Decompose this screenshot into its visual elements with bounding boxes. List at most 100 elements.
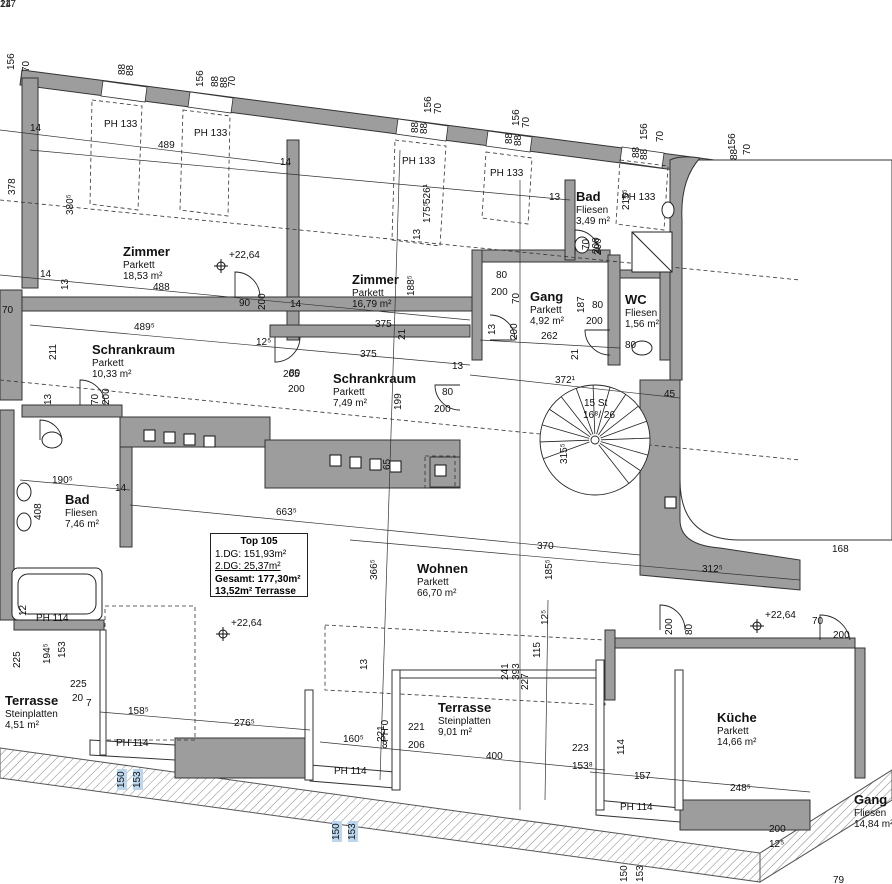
window-label: PH 114 bbox=[334, 766, 367, 777]
sanitary-fixtures bbox=[11, 201, 675, 621]
room-name: Bad bbox=[65, 492, 90, 507]
dimension-label: 200 bbox=[101, 388, 112, 405]
dimension-label: 70 bbox=[742, 143, 753, 155]
dimension-label: 526¹ bbox=[422, 183, 433, 204]
dimension-label: 200 bbox=[769, 824, 786, 835]
stair-steps bbox=[540, 385, 650, 484]
dimension-label: 276⁵ bbox=[234, 718, 255, 729]
stair-step-line bbox=[540, 439, 590, 443]
dimension-label: 13 bbox=[359, 658, 370, 670]
dimension-label: 200 bbox=[288, 384, 305, 395]
window-label: PH 133 bbox=[402, 156, 436, 167]
dimension-label: 262 bbox=[541, 331, 558, 342]
window-label: PH 133 bbox=[104, 119, 138, 130]
room-name: Zimmer bbox=[352, 272, 399, 287]
dimension-label: 88 bbox=[419, 122, 430, 134]
dimension-label: 200 bbox=[591, 237, 602, 254]
unit-summary-box: Top 105 1.DG: 151,93m² 2.DG: 25,37m² Ges… bbox=[210, 533, 308, 597]
room-floor: Parkett bbox=[123, 259, 155, 271]
dimension-label: 366⁵ bbox=[369, 559, 380, 580]
dimension-label: 14 bbox=[290, 299, 302, 310]
dimension-label: 14 bbox=[40, 269, 52, 280]
dimension-label: 227 bbox=[520, 673, 531, 690]
room-name: Schrankraum bbox=[333, 371, 417, 386]
unit-area-dg2: 2.DG: 25,37m² bbox=[215, 561, 281, 572]
dimension-label: 13 bbox=[60, 278, 71, 290]
room-name: Küche bbox=[717, 710, 757, 725]
dimension-label: 12⁵ bbox=[769, 839, 785, 850]
room-name: Gang bbox=[854, 792, 888, 807]
room-kueche: Küche Parkett 14,66 m² bbox=[717, 710, 757, 749]
room-area: 10,33 m² bbox=[92, 369, 132, 381]
stair-step-line bbox=[599, 443, 641, 472]
room-wc: WC Fliesen 1,56 m² bbox=[625, 292, 659, 331]
dimension-label: 20 bbox=[72, 693, 84, 704]
dimension-label: 150 bbox=[116, 769, 127, 790]
dimension-label: 80 bbox=[592, 300, 604, 311]
stair-step-line bbox=[575, 388, 594, 435]
room-terrasse-1: Terrasse Steinplatten 4,51 m² bbox=[5, 693, 59, 732]
dimension-label: 14 bbox=[115, 483, 127, 494]
stair-step-line bbox=[600, 420, 647, 439]
room-floor: Fliesen bbox=[854, 807, 887, 819]
dimension-label: 153 bbox=[635, 865, 646, 882]
dimension-label: 160⁵ bbox=[343, 734, 364, 745]
dimension-label: 489 bbox=[158, 140, 175, 151]
room-floor: Parkett bbox=[530, 304, 562, 316]
unit-total: Gesamt: 177,30m² bbox=[215, 573, 301, 585]
room-floor: Parkett bbox=[717, 725, 749, 737]
dimension-label: 7 bbox=[86, 698, 92, 709]
dimension-label: 80 bbox=[442, 387, 454, 398]
dimension-label: 370 bbox=[537, 541, 554, 552]
dimension-label: 14 bbox=[30, 123, 42, 134]
dimension-label: 70 bbox=[21, 60, 32, 72]
stair-step-line bbox=[599, 405, 639, 437]
spiral-staircase bbox=[539, 384, 651, 496]
window-label: PH 133 bbox=[194, 128, 228, 139]
room-area: 9,01 m² bbox=[438, 727, 472, 739]
dimension-label: 200 bbox=[586, 316, 603, 327]
room-wohnen: Wohnen Parkett 66,70 m² bbox=[417, 561, 469, 600]
dimension-label: 488 bbox=[153, 282, 170, 293]
dimension-label: 114 bbox=[616, 739, 627, 755]
dimension-label: 88 bbox=[125, 64, 136, 76]
unit-terrace: 13,52m² Terrasse bbox=[215, 586, 296, 597]
room-area: 14,84 m² bbox=[854, 819, 892, 831]
dimension-label: 185⁵ bbox=[544, 559, 555, 580]
room-name: Zimmer bbox=[123, 244, 170, 259]
stair-step-line bbox=[542, 424, 590, 439]
window-label: PH 114 bbox=[620, 802, 653, 813]
level-label: +22,64 bbox=[229, 250, 260, 261]
room-area: 16,79 m² bbox=[352, 299, 392, 311]
stair-step-line bbox=[598, 444, 630, 484]
level-label: +22,64 bbox=[231, 618, 262, 629]
unit-title: Top 105 bbox=[240, 536, 278, 547]
dimension-label: 153 bbox=[57, 641, 68, 658]
dimension-label: 153⁸ bbox=[572, 761, 593, 772]
balcony-slab-right bbox=[759, 769, 892, 883]
dimension-label: 375 bbox=[360, 349, 377, 360]
window-label: PH 133 bbox=[490, 168, 524, 179]
dimension-label: 380⁵ bbox=[65, 194, 76, 215]
dimension-label: 45 bbox=[664, 389, 676, 400]
unit-area-dg1: 1.DG: 151,93m² bbox=[215, 548, 287, 560]
dimension-label: 70 bbox=[521, 116, 532, 128]
room-floor: Parkett bbox=[417, 576, 449, 588]
dimension-label: 157 bbox=[634, 771, 651, 782]
room-name: WC bbox=[625, 292, 647, 307]
stair-steps-label: 15 St bbox=[584, 398, 608, 409]
dimension-label: 168 bbox=[832, 544, 849, 555]
room-floor: Steinplatten bbox=[5, 708, 58, 720]
room-name: Schrankraum bbox=[92, 342, 176, 357]
dimension-label: 156 bbox=[195, 70, 206, 87]
interior-walls bbox=[13, 139, 866, 831]
dimension-label: 400 bbox=[486, 751, 503, 762]
room-schrankraum-2: Schrankraum Parkett 7,49 m² bbox=[333, 371, 417, 410]
room-name: Terrasse bbox=[5, 693, 59, 708]
door-swings bbox=[39, 229, 851, 641]
dimension-label: 372¹ bbox=[555, 375, 576, 386]
glazing bbox=[89, 629, 684, 823]
room-name: Wohnen bbox=[417, 561, 469, 576]
level-markers bbox=[214, 259, 764, 641]
